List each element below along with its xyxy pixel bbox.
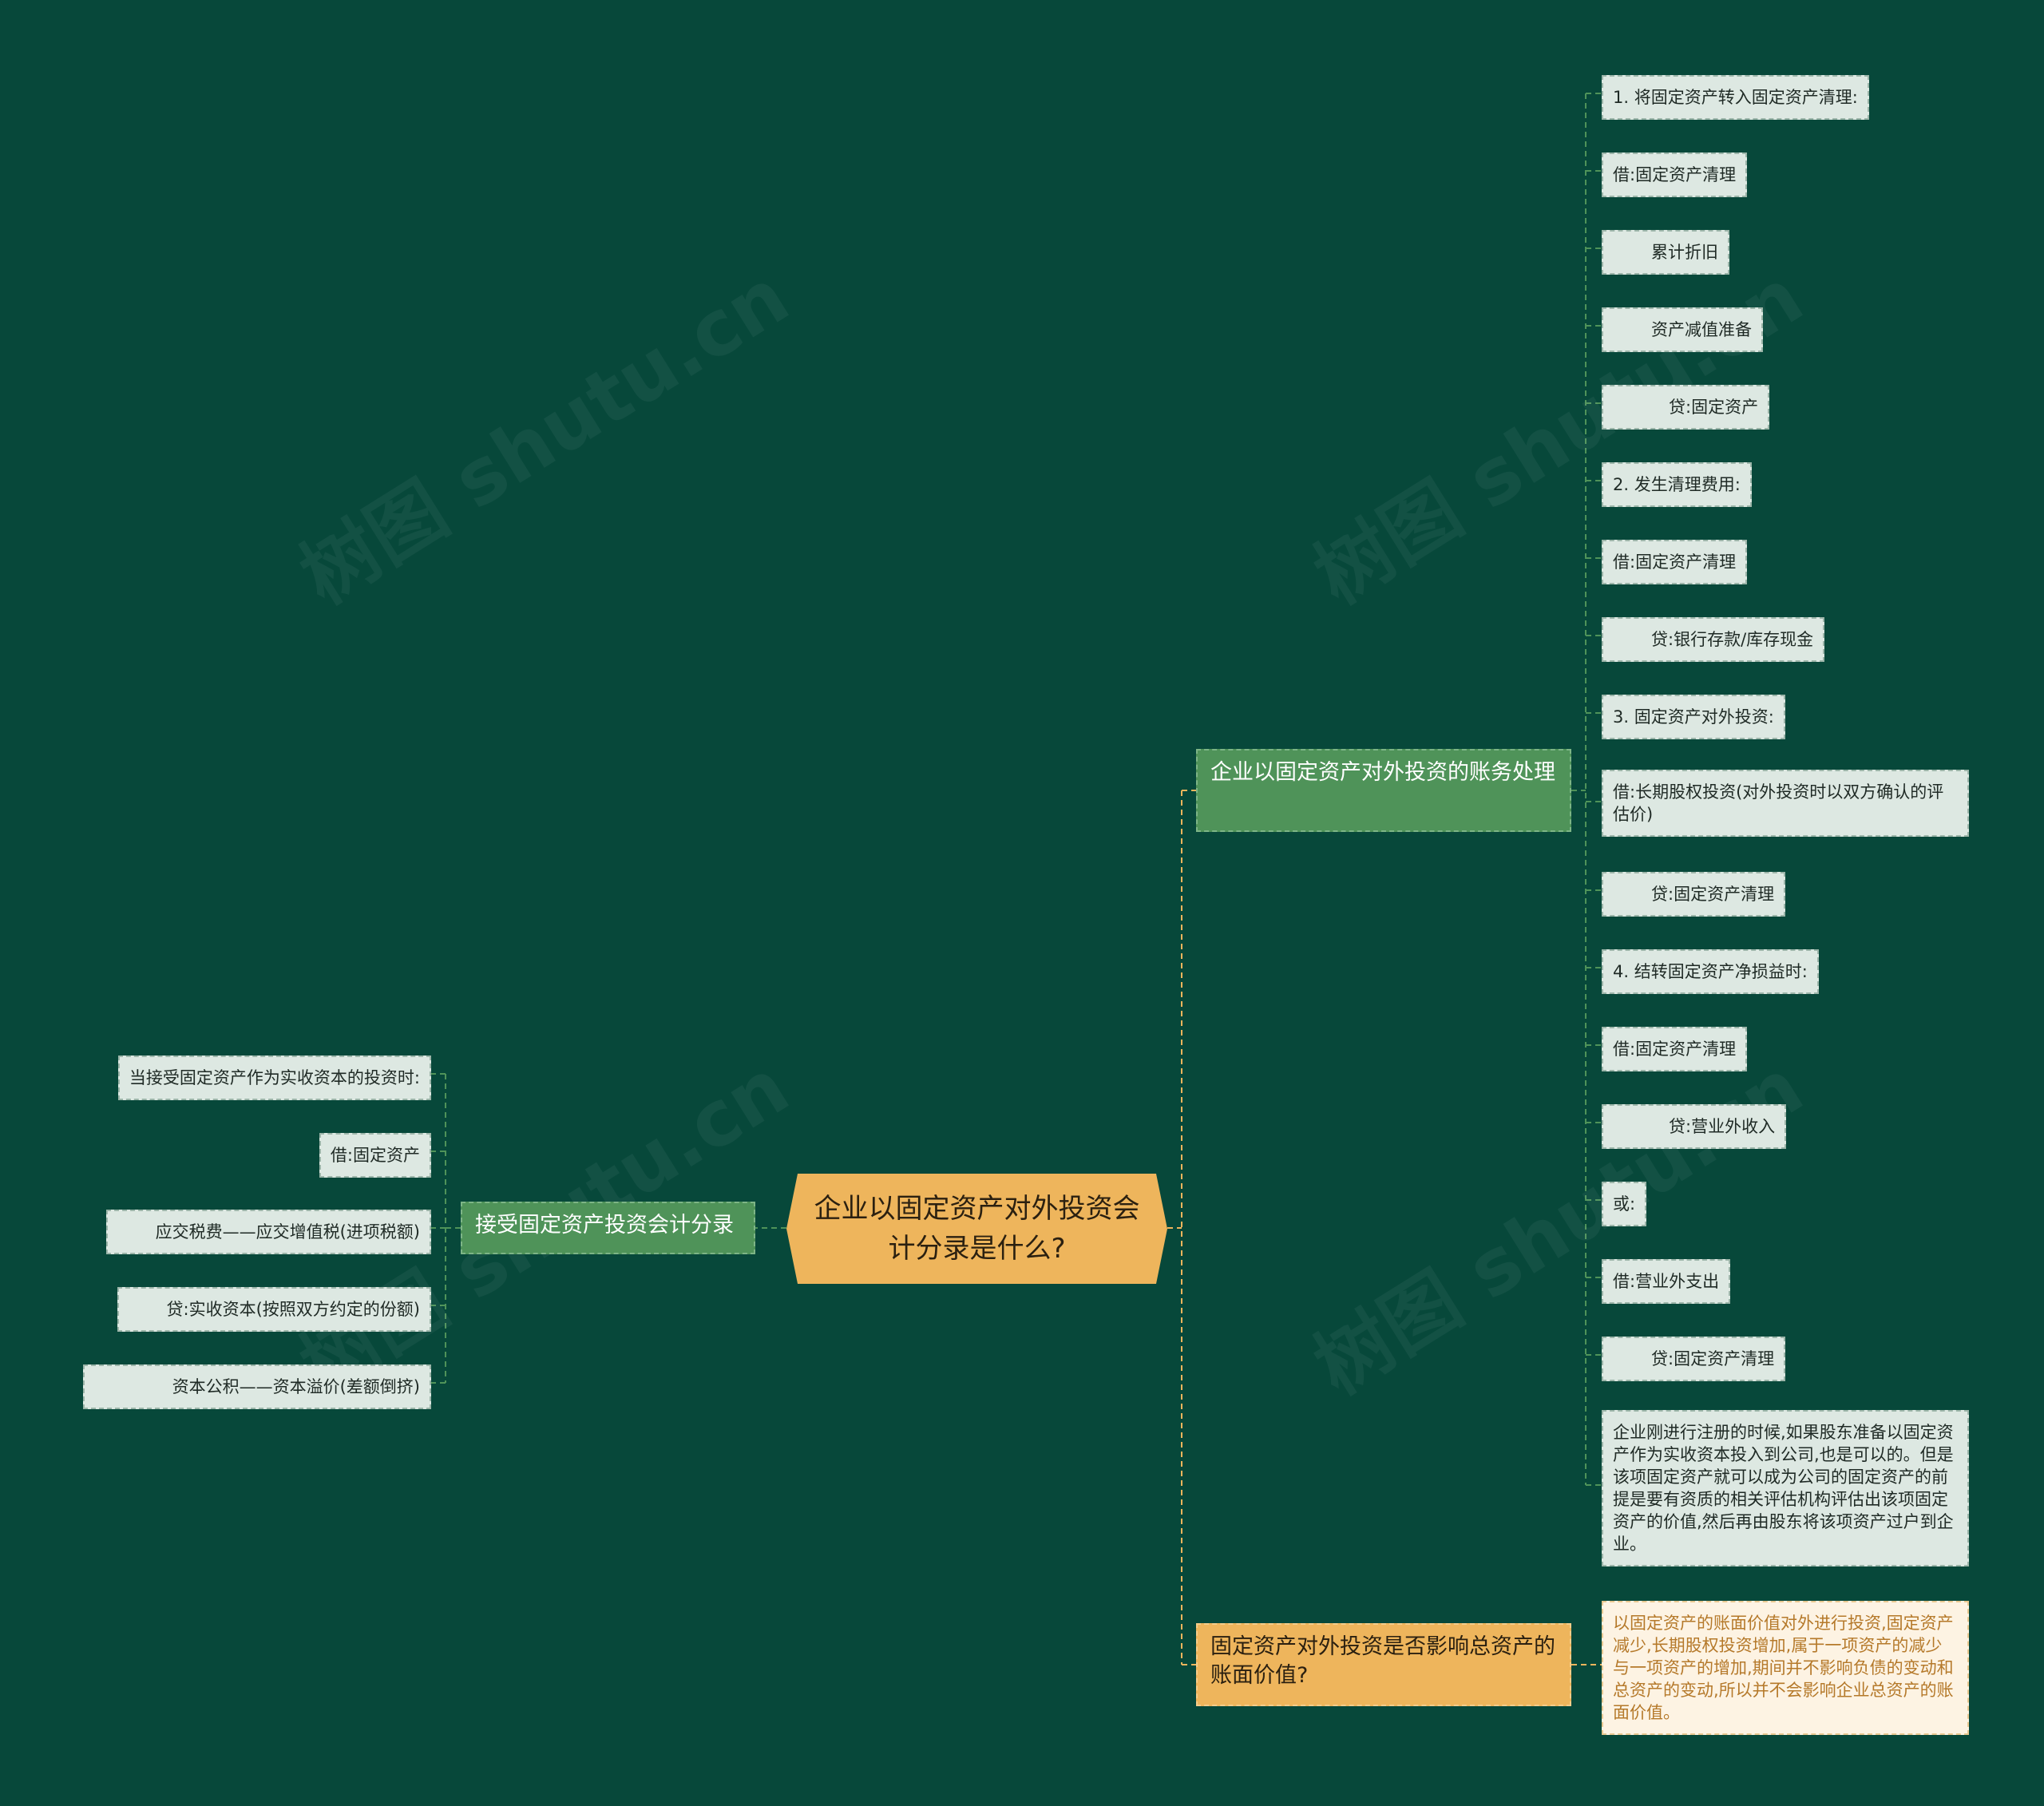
branch-accounting-title: 企业以固定资产对外投资的账务处理	[1210, 760, 1555, 785]
leaf-accounting-item[interactable]: 2. 发生清理费用:	[1602, 462, 1752, 507]
leaf-accounting-item[interactable]: 借:营业外支出	[1602, 1259, 1731, 1304]
leaf-text: 贷:固定资产清理	[1651, 885, 1775, 904]
leaf-accounting-item[interactable]: 借:长期股权投资(对外投资时以双方确认的评估价)	[1602, 770, 1969, 837]
leaf-text: 应交税费——应交增值税(进项税额)	[155, 1222, 420, 1242]
leaf-accounting-item[interactable]: 贷:银行存款/库存现金	[1602, 617, 1825, 662]
root-topic[interactable]: 企业以固定资产对外投资会计分录是什么?	[786, 1174, 1167, 1284]
leaf-accounting-item[interactable]: 贷:营业外收入	[1602, 1104, 1787, 1149]
leaf-accounting-item[interactable]: 贷:固定资产	[1602, 385, 1770, 430]
leaf-text: 贷:固定资产清理	[1651, 1349, 1775, 1368]
leaf-question-answer[interactable]: 以固定资产的账面价值对外进行投资,固定资产减少,长期股权投资增加,属于一项资产的…	[1602, 1601, 1969, 1735]
leaf-text: 借:固定资产	[330, 1146, 420, 1165]
leaf-accounting-item[interactable]: 4. 结转固定资产净损益时:	[1602, 949, 1819, 994]
leaf-text: 贷:固定资产	[1669, 398, 1759, 417]
leaf-text: 当接受固定资产作为实收资本的投资时:	[129, 1068, 420, 1087]
leaf-accounting-item[interactable]: 3. 固定资产对外投资:	[1602, 695, 1785, 739]
leaf-receive-item[interactable]: 当接受固定资产作为实收资本的投资时:	[117, 1055, 431, 1100]
leaf-receive-item[interactable]: 贷:实收资本(按照双方约定的份额)	[117, 1287, 431, 1332]
leaf-text: 2. 发生清理费用:	[1613, 475, 1741, 494]
branch-accounting-treatment[interactable]: 企业以固定资产对外投资的账务处理	[1196, 749, 1571, 832]
leaf-receive-item[interactable]: 应交税费——应交增值税(进项税额)	[105, 1210, 431, 1254]
leaf-text: 贷:银行存款/库存现金	[1651, 630, 1814, 649]
leaf-accounting-item[interactable]: 借:固定资产清理	[1602, 152, 1748, 197]
leaf-accounting-item[interactable]: 或:	[1602, 1182, 1647, 1226]
leaf-text: 3. 固定资产对外投资:	[1613, 707, 1774, 727]
leaf-text: 或:	[1613, 1194, 1636, 1214]
leaf-text: 1. 将固定资产转入固定资产清理:	[1613, 88, 1858, 107]
leaf-accounting-item[interactable]: 借:固定资产清理	[1602, 1027, 1748, 1071]
leaf-text: 企业刚进行注册的时候,如果股东准备以固定资产作为实收资本投入到公司,也是可以的。…	[1613, 1423, 1954, 1554]
leaf-accounting-note[interactable]: 企业刚进行注册的时候,如果股东准备以固定资产作为实收资本投入到公司,也是可以的。…	[1602, 1410, 1969, 1566]
leaf-accounting-item[interactable]: 累计折旧	[1602, 230, 1729, 275]
branch-question-title: 固定资产对外投资是否影响总资产的账面价值?	[1210, 1634, 1555, 1688]
leaf-text: 借:固定资产清理	[1613, 1040, 1737, 1059]
leaf-text: 借:营业外支出	[1613, 1272, 1720, 1291]
leaf-accounting-item[interactable]: 借:固定资产清理	[1602, 540, 1748, 584]
leaf-accounting-item[interactable]: 贷:固定资产清理	[1602, 1337, 1786, 1381]
branch-asset-question[interactable]: 固定资产对外投资是否影响总资产的账面价值?	[1196, 1623, 1571, 1706]
leaf-receive-item[interactable]: 资本公积——资本溢价(差额倒挤)	[82, 1364, 431, 1409]
leaf-accounting-item[interactable]: 贷:固定资产清理	[1602, 872, 1786, 917]
leaf-text: 4. 结转固定资产净损益时:	[1613, 962, 1808, 981]
leaf-text: 资产减值准备	[1651, 320, 1752, 339]
leaf-text: 累计折旧	[1651, 243, 1718, 262]
leaf-text: 贷:营业外收入	[1669, 1117, 1776, 1136]
leaf-accounting-item[interactable]: 资产减值准备	[1602, 307, 1763, 352]
leaf-text: 资本公积——资本溢价(差额倒挤)	[172, 1377, 420, 1396]
leaf-receive-item[interactable]: 借:固定资产	[319, 1133, 431, 1178]
leaf-text: 以固定资产的账面价值对外进行投资,固定资产减少,长期股权投资增加,属于一项资产的…	[1613, 1614, 1954, 1722]
leaf-text: 借:固定资产清理	[1613, 552, 1737, 572]
root-topic-title: 企业以固定资产对外投资会计分录是什么?	[814, 1193, 1140, 1265]
branch-receive-title: 接受固定资产投资会计分录	[475, 1213, 734, 1238]
leaf-text: 贷:实收资本(按照双方约定的份额)	[166, 1300, 420, 1319]
leaf-accounting-item[interactable]: 1. 将固定资产转入固定资产清理:	[1602, 75, 1869, 120]
leaf-text: 借:固定资产清理	[1613, 165, 1737, 184]
leaf-text: 借:长期股权投资(对外投资时以双方确认的评估价)	[1613, 782, 1944, 824]
branch-receive-investment[interactable]: 接受固定资产投资会计分录	[461, 1202, 755, 1254]
